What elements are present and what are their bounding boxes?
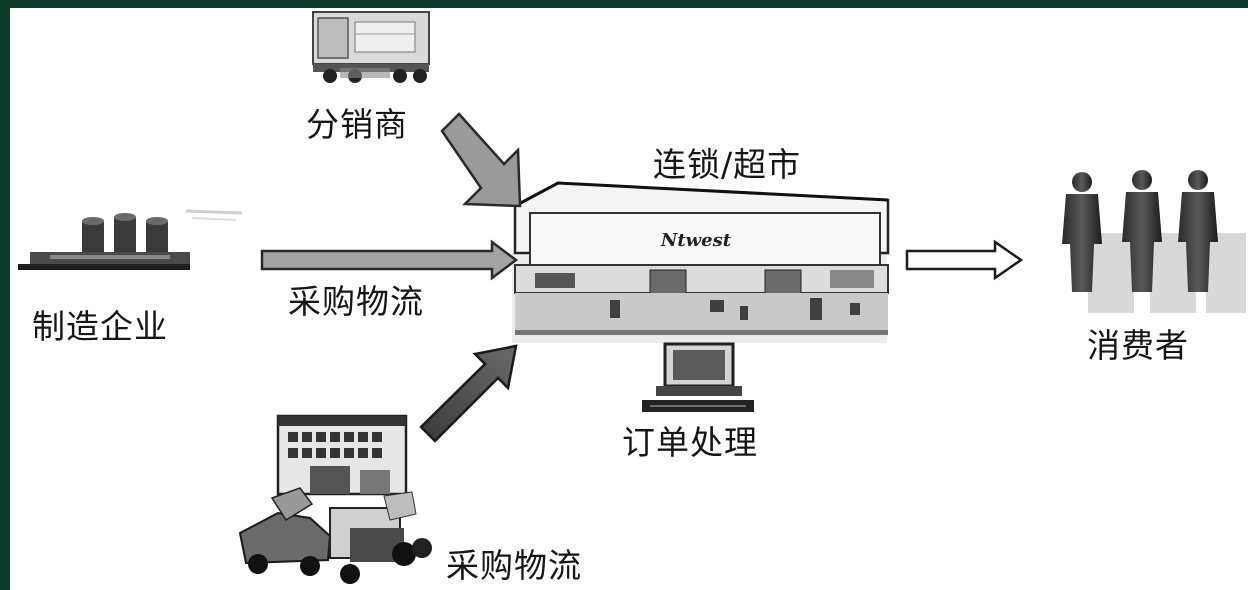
supermarket-building-icon: Ntwest xyxy=(512,181,890,343)
supermarket-sign: Ntwest xyxy=(660,230,732,251)
factory-icon xyxy=(18,209,243,270)
diagram-canvas: Ntwest xyxy=(10,8,1248,590)
arrow-retailer-to-consumer xyxy=(905,239,1024,281)
warehouse-vehicles-icon xyxy=(238,414,432,584)
retailer-label: 连锁/超市 xyxy=(653,145,802,184)
computer-terminal-icon xyxy=(642,342,754,412)
procurement-logistics-label-top: 采购物流 xyxy=(288,282,424,321)
arrow-warehouse-to-retailer xyxy=(419,344,518,443)
manufacturer-label: 制造企业 xyxy=(32,307,168,346)
consumer-label: 消费者 xyxy=(1087,326,1189,365)
procurement-logistics-label-bottom: 采购物流 xyxy=(446,546,582,585)
arrow-distributor-to-retailer xyxy=(440,112,522,208)
distributor-label: 分销商 xyxy=(306,105,408,144)
people-group-icon xyxy=(1062,170,1246,313)
diagram-svg: Ntwest xyxy=(18,11,1246,584)
order-processing-label: 订单处理 xyxy=(622,423,758,462)
arrow-manufacturer-to-retailer xyxy=(260,239,519,281)
delivery-truck-icon xyxy=(312,11,430,83)
